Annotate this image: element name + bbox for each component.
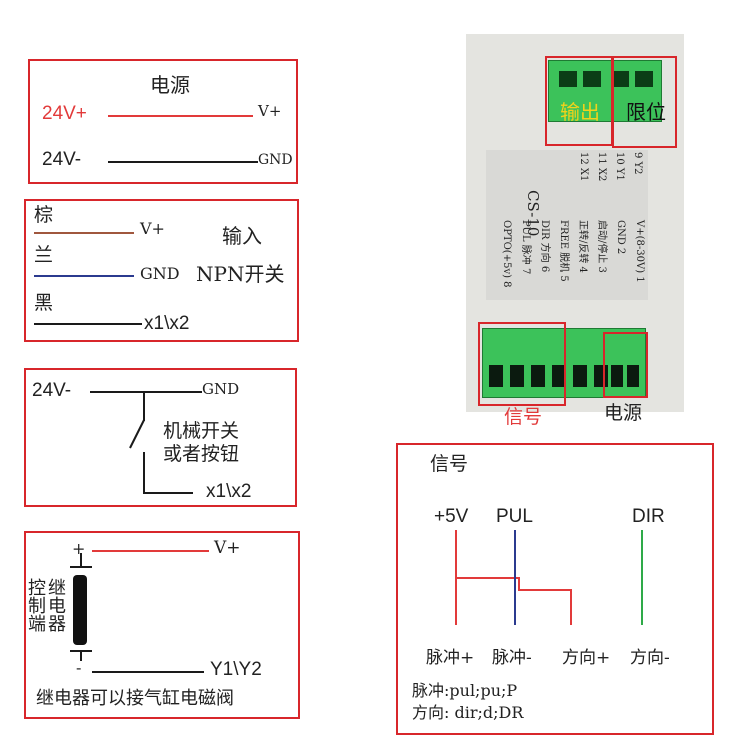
- relay-coil: [73, 575, 87, 645]
- switch-contact: [129, 419, 145, 449]
- device-power-label: 电源: [604, 402, 643, 424]
- switch-line1: 机械开关: [163, 420, 240, 442]
- signal-label: 信号: [504, 406, 543, 428]
- signal-note-2: 方向: dir;d;DR: [412, 703, 524, 722]
- npn-black-label: 黑: [34, 292, 54, 314]
- npn-title-line1: 输入: [222, 224, 262, 248]
- pin: GND 2: [615, 220, 626, 255]
- pin: 正转/反转 4: [577, 220, 588, 273]
- top-pin: 12 X1: [578, 152, 589, 182]
- power-highlight: [603, 332, 648, 398]
- relay-plus-label: +: [72, 539, 86, 558]
- top-pin: 9 Y2: [632, 152, 643, 175]
- npn-panel: [24, 199, 299, 342]
- signal-note-1: 脉冲:pul;pu;P: [412, 681, 518, 700]
- relay-top-cap: [70, 566, 92, 568]
- switch-neg-label: 24V-: [32, 380, 72, 401]
- switch-gnd-label: GND: [202, 380, 240, 398]
- output-terminal-block: [548, 60, 662, 122]
- relay-bottom-lead: [80, 651, 82, 661]
- pin: DIR 方向 6: [539, 220, 550, 273]
- relay-y-label: Y1\Y2: [210, 659, 262, 680]
- switch-x-label: x1\x2: [206, 481, 252, 502]
- pin: V+(8-30V) 1: [634, 220, 645, 283]
- pin: FREE 脱机 5: [558, 220, 569, 282]
- npn-blue-wire: [34, 275, 134, 277]
- dir-plus-label: 方向+: [562, 648, 611, 668]
- power-vplus-label: V+: [258, 102, 282, 120]
- switch-panel: [24, 368, 297, 507]
- relay-vplus-label: V+: [214, 538, 241, 558]
- switch-top-lead: [143, 391, 145, 421]
- dir-label: DIR: [632, 506, 665, 527]
- pul-label: PUL: [496, 506, 533, 527]
- relay-minus-wire: [92, 671, 204, 673]
- switch-bottom-wire: [143, 492, 193, 494]
- plus5v-label: +5V: [434, 506, 469, 527]
- relay-caption: 继电器可以接气缸电磁阀: [36, 688, 234, 709]
- output-label: 输出: [560, 100, 600, 124]
- power-neg-label: 24V-: [42, 149, 82, 170]
- npn-gnd-label: GND: [140, 264, 180, 283]
- pin: OPTO(+5v) 8: [501, 220, 512, 288]
- relay-vertical-col1: 继电器: [45, 578, 66, 632]
- relay-panel: [24, 531, 300, 719]
- signal-highlight: [478, 322, 566, 406]
- npn-title-line2: NPN开关: [196, 262, 285, 286]
- pin: PUL 脉冲 7: [520, 220, 531, 275]
- signal-title: 信号: [430, 453, 469, 475]
- pin-table: V+(8-30V) 1 GND 2 启动/停止 3 正转/反转 4 FREE 脱…: [494, 220, 645, 296]
- npn-black-wire: [34, 323, 142, 325]
- switch-top-wire: [90, 391, 202, 393]
- power-pos-label: 24V+: [42, 103, 87, 124]
- signal-wiring: [455, 530, 643, 625]
- limit-label: 限位: [626, 100, 666, 124]
- relay-minus-label: -: [76, 658, 82, 677]
- npn-brown-label: 棕: [34, 204, 54, 226]
- npn-vplus-label: V+: [140, 219, 165, 238]
- power-panel: [28, 59, 298, 184]
- power-title: 电源: [150, 73, 190, 97]
- pin: 启动/停止 3: [596, 220, 607, 273]
- top-pin: 10 Y1: [614, 152, 625, 181]
- relay-top-lead: [80, 553, 82, 567]
- relay-vertical-col2: 控制端: [25, 578, 46, 632]
- power-gnd-label: GND: [258, 152, 293, 168]
- signal-panel: [396, 443, 714, 735]
- device-label-sticker: [486, 150, 648, 300]
- top-pin: 11 X2: [596, 152, 607, 182]
- npn-brown-wire: [34, 232, 134, 234]
- power-neg-wire: [108, 161, 258, 163]
- limit-highlight: [612, 56, 677, 148]
- npn-x-label: x1\x2: [144, 313, 190, 334]
- pulse-plus-label: 脉冲+: [426, 648, 475, 668]
- switch-line2: 或者按钮: [163, 443, 240, 465]
- switch-bottom-lead: [143, 452, 145, 494]
- relay-plus-wire: [92, 550, 209, 552]
- dir-minus-label: 方向-: [630, 648, 670, 668]
- pulse-minus-label: 脉冲-: [492, 648, 532, 668]
- top-pin-table: 9 Y2 10 Y1 11 X2 12 X1: [570, 152, 643, 190]
- npn-blue-label: 兰: [34, 244, 54, 266]
- power-pos-wire: [108, 115, 253, 117]
